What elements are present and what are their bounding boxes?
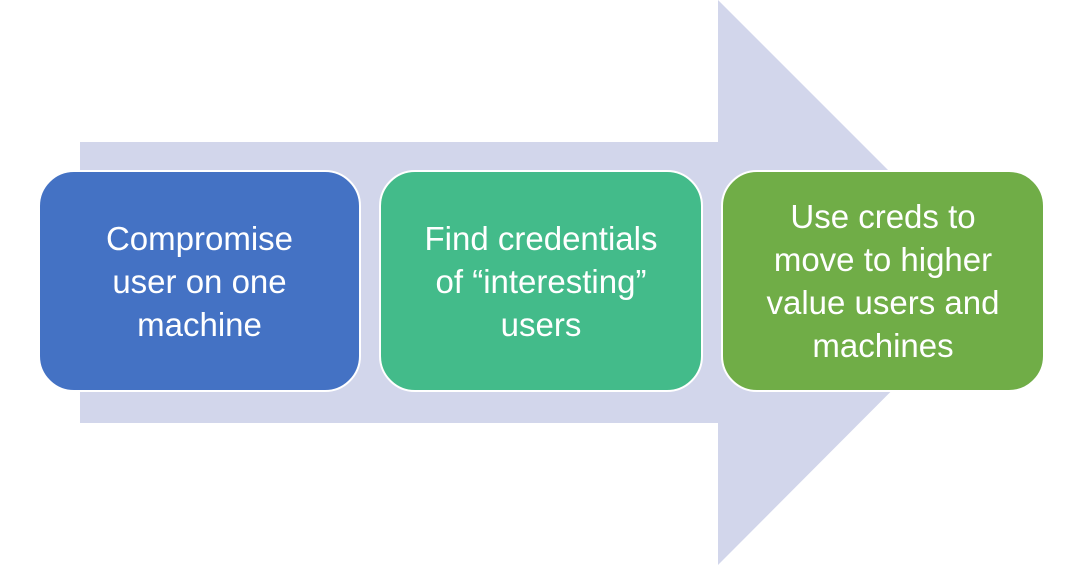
step-1-text: Compromise user on one machine <box>105 219 294 343</box>
step-1-box: Compromise user on one machine <box>38 170 361 392</box>
step-2-text: Find credentials of “interesting” users <box>424 219 658 343</box>
step-3-text: Use creds to move to higher value users … <box>766 198 1000 364</box>
step-2-box: Find credentials of “interesting” users <box>379 170 703 392</box>
step-3-box: Use creds to move to higher value users … <box>721 170 1045 392</box>
